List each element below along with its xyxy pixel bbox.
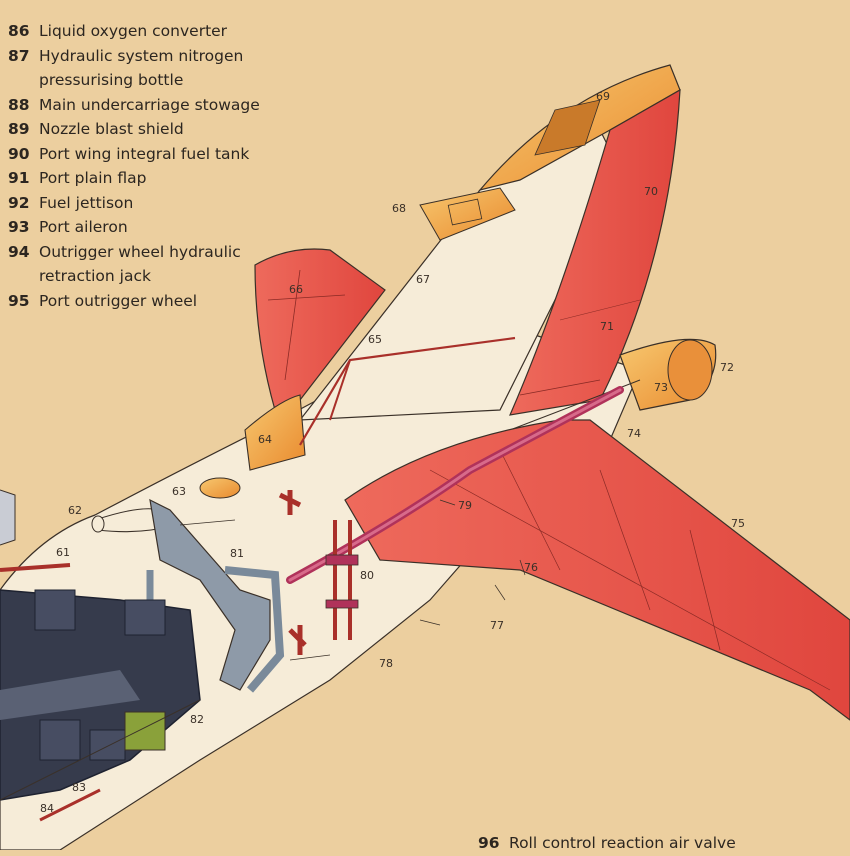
fin-panel — [419, 187, 516, 241]
callout-81: 81 — [230, 547, 244, 560]
callout-83: 83 — [72, 781, 86, 794]
callout-62: 62 — [68, 504, 82, 517]
callout-78: 78 — [379, 657, 393, 670]
callout-82: 82 — [190, 713, 204, 726]
callout-63: 63 — [172, 485, 186, 498]
callout-64: 64 — [258, 433, 272, 446]
small-tank — [199, 477, 241, 499]
intake-panel — [244, 394, 306, 471]
bracket — [278, 490, 302, 515]
callout-80: 80 — [360, 569, 374, 582]
callout-76: 76 — [524, 561, 538, 574]
callout-73: 73 — [654, 381, 668, 394]
callout-77: 77 — [490, 619, 504, 632]
green-block — [124, 711, 166, 751]
callout-75: 75 — [731, 517, 745, 530]
callout-68: 68 — [392, 202, 406, 215]
leader-lines — [179, 499, 526, 661]
callout-69: 69 — [596, 90, 610, 103]
callout-66: 66 — [289, 283, 303, 296]
callout-79: 79 — [458, 499, 472, 512]
port-wing — [344, 419, 850, 721]
callout-71: 71 — [600, 320, 614, 333]
callout-67: 67 — [416, 273, 430, 286]
outrigger-leg — [333, 520, 352, 640]
callout-61: 61 — [56, 546, 70, 559]
callout-74: 74 — [627, 427, 641, 440]
callout-70: 70 — [644, 185, 658, 198]
callout-72: 72 — [720, 361, 734, 374]
engine-block — [0, 589, 201, 801]
callout-84: 84 — [40, 802, 54, 815]
callout-65: 65 — [368, 333, 382, 346]
legend-item-96: 96 Roll control reaction air valve — [478, 834, 736, 852]
undercarriage-frame — [149, 498, 271, 691]
